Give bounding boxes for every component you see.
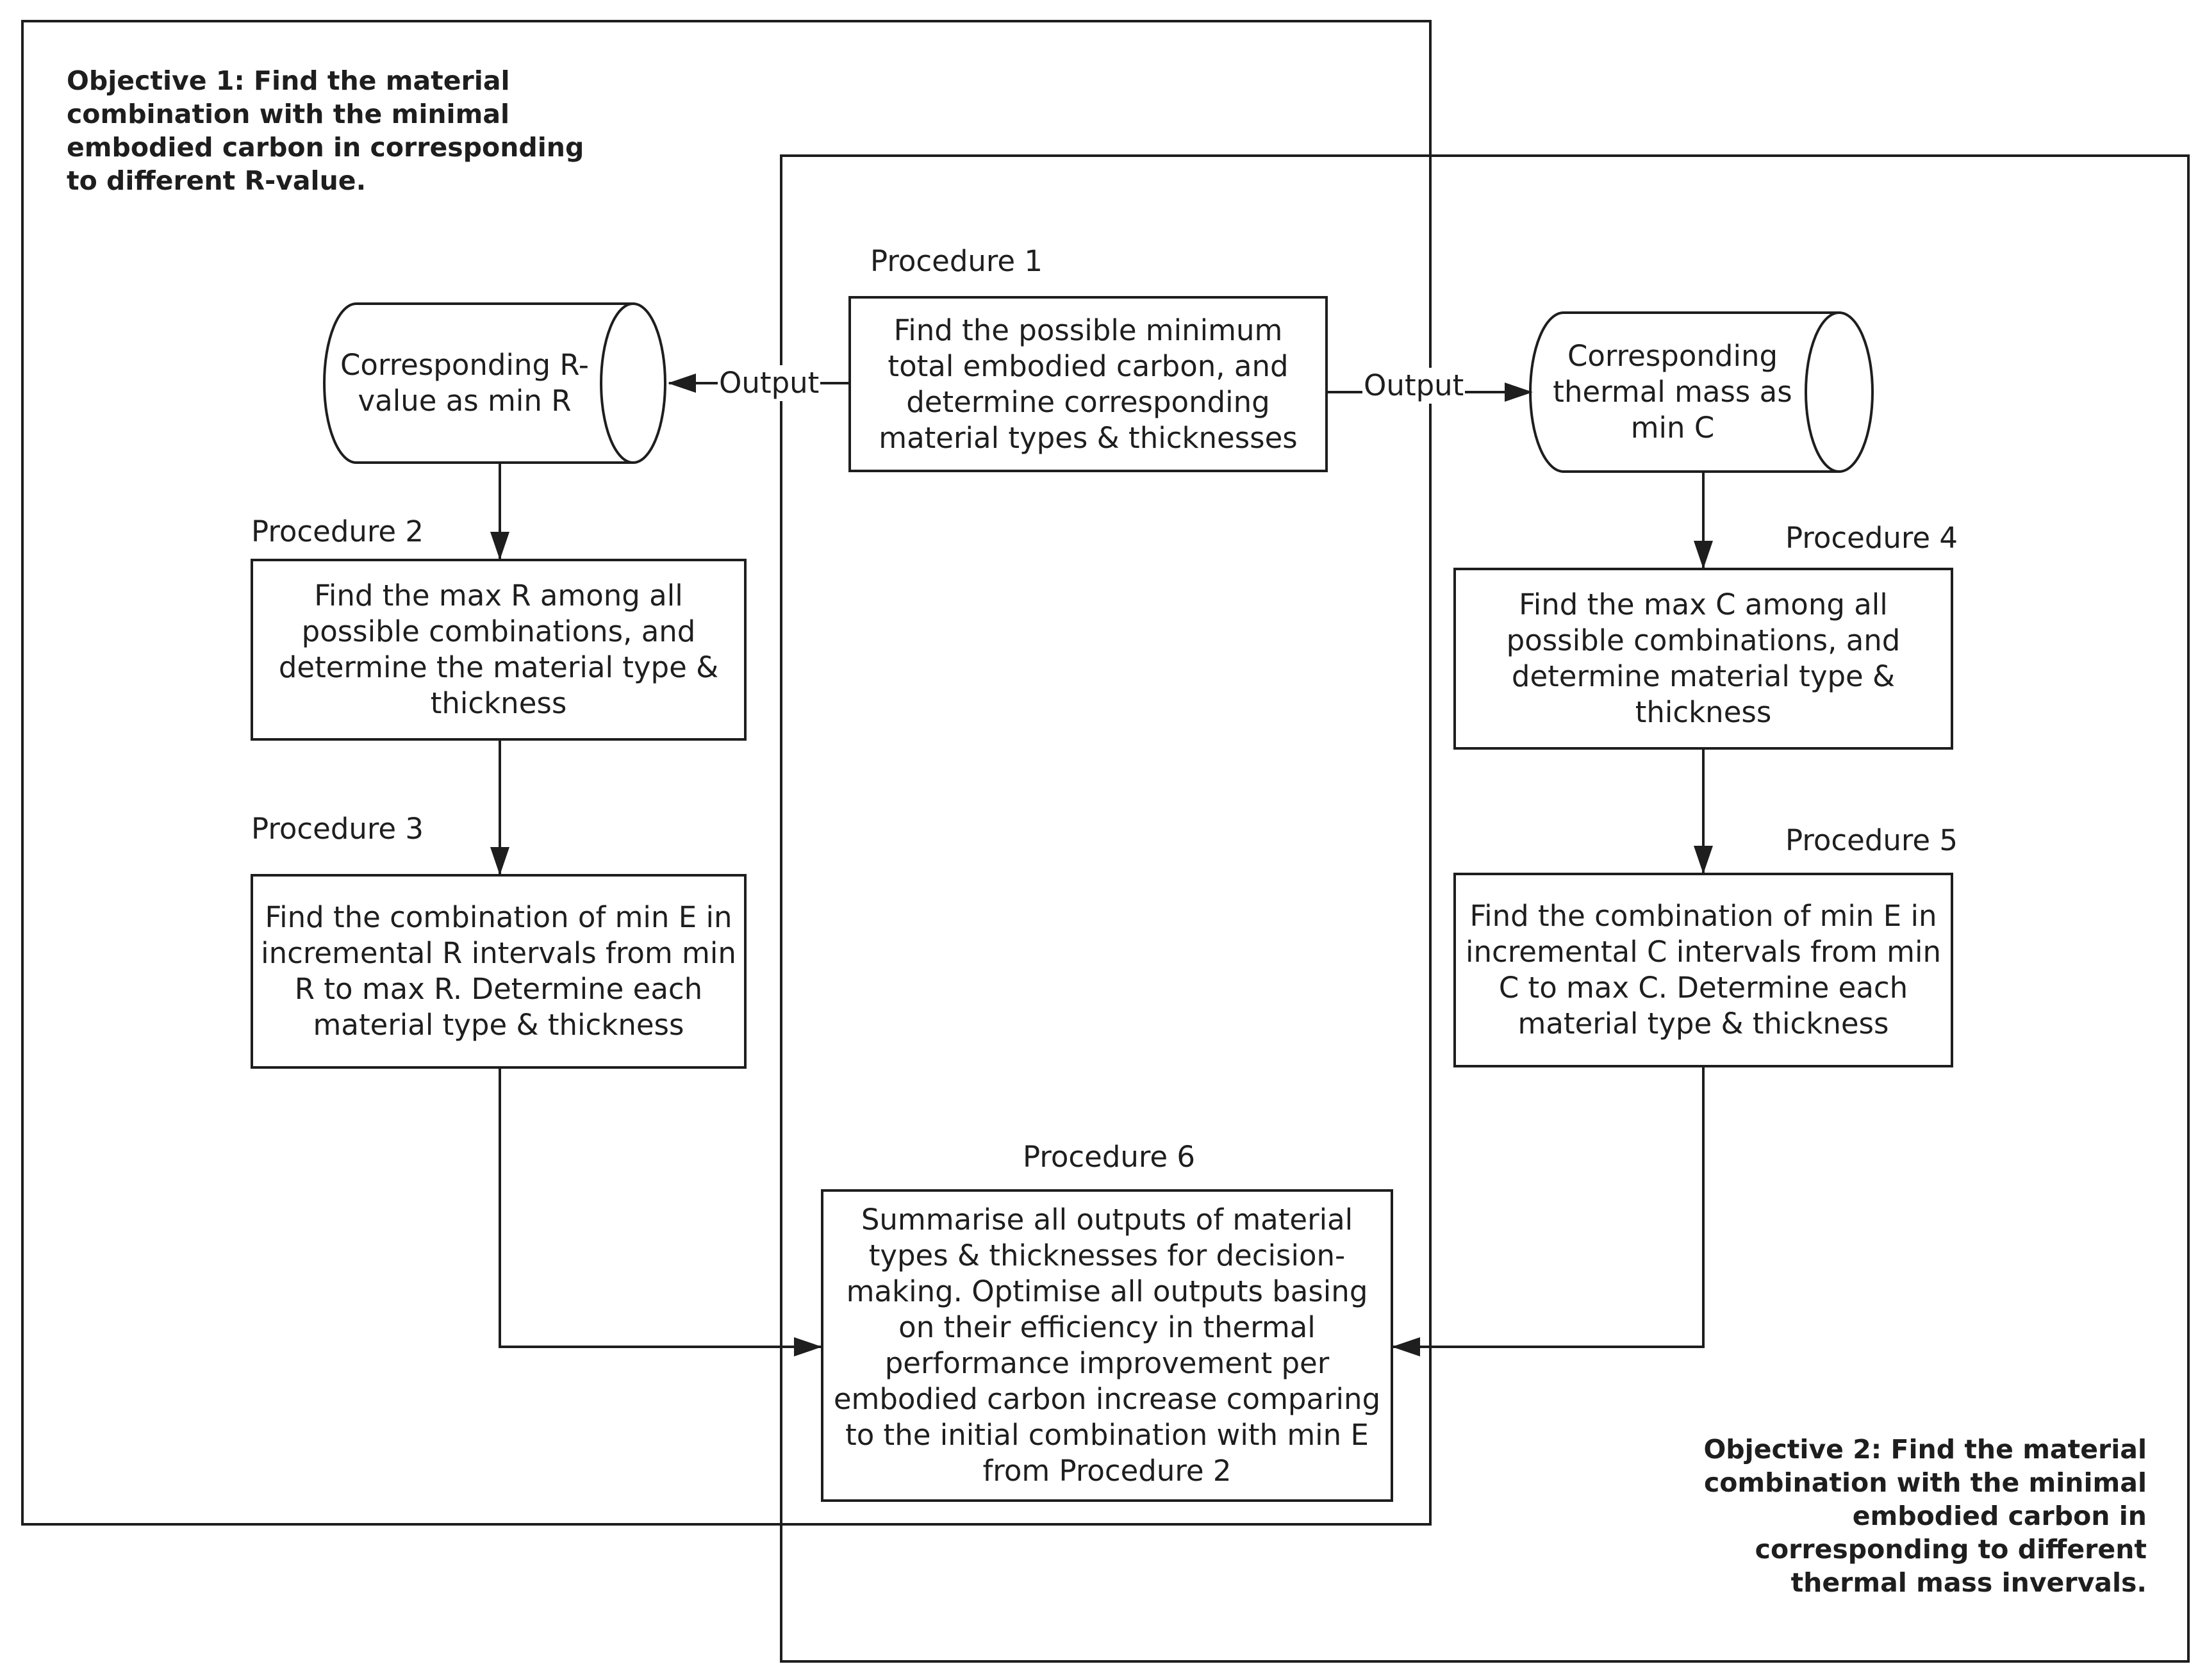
procedure-6-box xyxy=(821,1189,1393,1502)
thermal-mass-storage-cylinder xyxy=(1529,311,1874,473)
objective-1-frame xyxy=(21,20,1432,1526)
procedure-5-text: Find the combination of min E in increme… xyxy=(1466,899,1941,1041)
objective-2-text: Objective 2: Find the material combinati… xyxy=(1703,1434,2147,1598)
r-value-storage-text: Corresponding R-value as min R xyxy=(340,348,590,418)
procedure-2-text: Find the max R among all possible combin… xyxy=(278,579,719,720)
thermal-mass-storage-text: Corresponding thermal mass as min C xyxy=(1553,339,1792,445)
procedure-6-label: Procedure 6 xyxy=(1023,1140,1196,1174)
procedure-1-box xyxy=(848,296,1328,472)
procedure-3-text: Find the combination of min E in increme… xyxy=(261,900,736,1042)
objective-2-frame xyxy=(780,154,2190,1663)
edge-p5-to-p6 xyxy=(1392,1066,1705,1356)
procedure-4-label: Procedure 4 xyxy=(1785,521,1958,555)
output-label-left: Output xyxy=(718,365,821,401)
procedure-3-box xyxy=(251,874,747,1069)
edge-p3-to-p6 xyxy=(499,1067,822,1356)
r-value-storage-cylinder xyxy=(323,302,666,464)
procedure-5-label: Procedure 5 xyxy=(1785,823,1958,857)
output-label-right: Output xyxy=(1362,368,1466,404)
procedure-2-label: Procedure 2 xyxy=(251,515,424,548)
procedure-5-box xyxy=(1453,873,1953,1067)
procedure-1-label: Procedure 1 xyxy=(870,244,1043,278)
procedure-6-text: Summarise all outputs of material types … xyxy=(833,1203,1381,1488)
procedure-1-text: Find the possible minimum total embodied… xyxy=(879,313,1298,455)
procedure-4-box xyxy=(1453,568,1953,750)
objective-1-text: Objective 1: Find the material combinati… xyxy=(67,65,584,196)
procedure-3-label: Procedure 3 xyxy=(251,812,424,846)
procedure-4-text: Find the max C among all possible combin… xyxy=(1506,588,1901,729)
